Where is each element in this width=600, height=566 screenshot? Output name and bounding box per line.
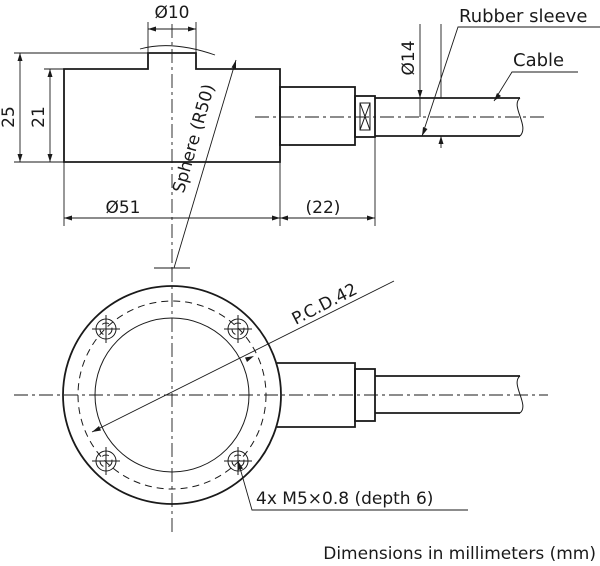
sensor-neck [279,86,356,146]
pcd-label: P.C.D.42 [289,280,361,330]
cable-break [516,97,524,137]
sphere-label: Sphere (R50) [169,82,219,195]
thread-leader [237,460,468,511]
top-view: P.C.D.42 4x M5×0.8 (depth 6) [14,267,548,535]
dimension-21-label: 21 [29,106,49,128]
units-footnote: Dimensions in millimeters (mm) [323,544,596,564]
sensor-body-outline [63,52,281,163]
dimension-dia51-label: Ø51 [105,198,140,218]
dimension-22-label: (22) [306,198,341,218]
cable-leader [493,71,578,102]
sphere-leader [173,59,237,269]
rubber-sleeve-leader [421,26,600,137]
dimension-25-label: 25 [0,106,19,128]
rubber-sleeve-inner [359,102,371,131]
sphere-arc [139,45,216,56]
rubber-sleeve-label: Rubber sleeve [459,6,587,27]
side-view: Ø10 Ø14 Rubber sleeve Cable 25 21 Sphere [0,3,600,270]
pcd-dimension-line [91,280,395,433]
cable-label: Cable [513,50,564,71]
dimension-dia10-label: Ø10 [154,3,189,23]
rubber-sleeve-block [354,95,376,138]
thread-label: 4x M5×0.8 (depth 6) [256,489,433,509]
dimension-dia14-label: Ø14 [399,40,419,75]
